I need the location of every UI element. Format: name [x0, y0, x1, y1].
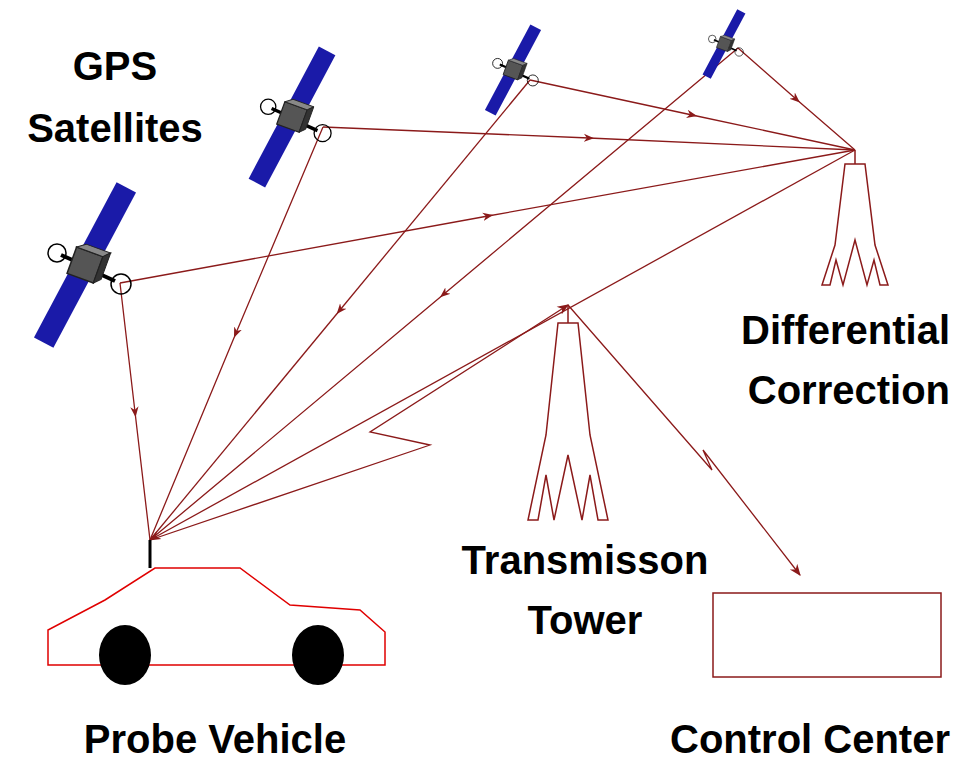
signal-link	[150, 305, 568, 540]
station-node: Differential Correction	[700, 150, 950, 420]
gps-satellite	[249, 47, 336, 188]
gps-satellite	[34, 182, 136, 348]
station-node: Control Center	[640, 575, 950, 765]
gps-satellite	[485, 24, 541, 115]
satellite-links	[120, 48, 855, 540]
group-label: GPS Satellites	[0, 35, 230, 159]
gps-satellite	[703, 9, 746, 79]
station-node: Transmisson Tower	[440, 305, 730, 650]
node-label: Probe Vehicle	[40, 715, 390, 763]
station-node: Probe Vehicle	[40, 540, 390, 766]
node-shape	[440, 305, 730, 645]
node-label: Transmisson Tower	[440, 530, 730, 650]
node-label: Control Center	[640, 715, 950, 763]
node-label: Differential Correction	[700, 300, 950, 420]
